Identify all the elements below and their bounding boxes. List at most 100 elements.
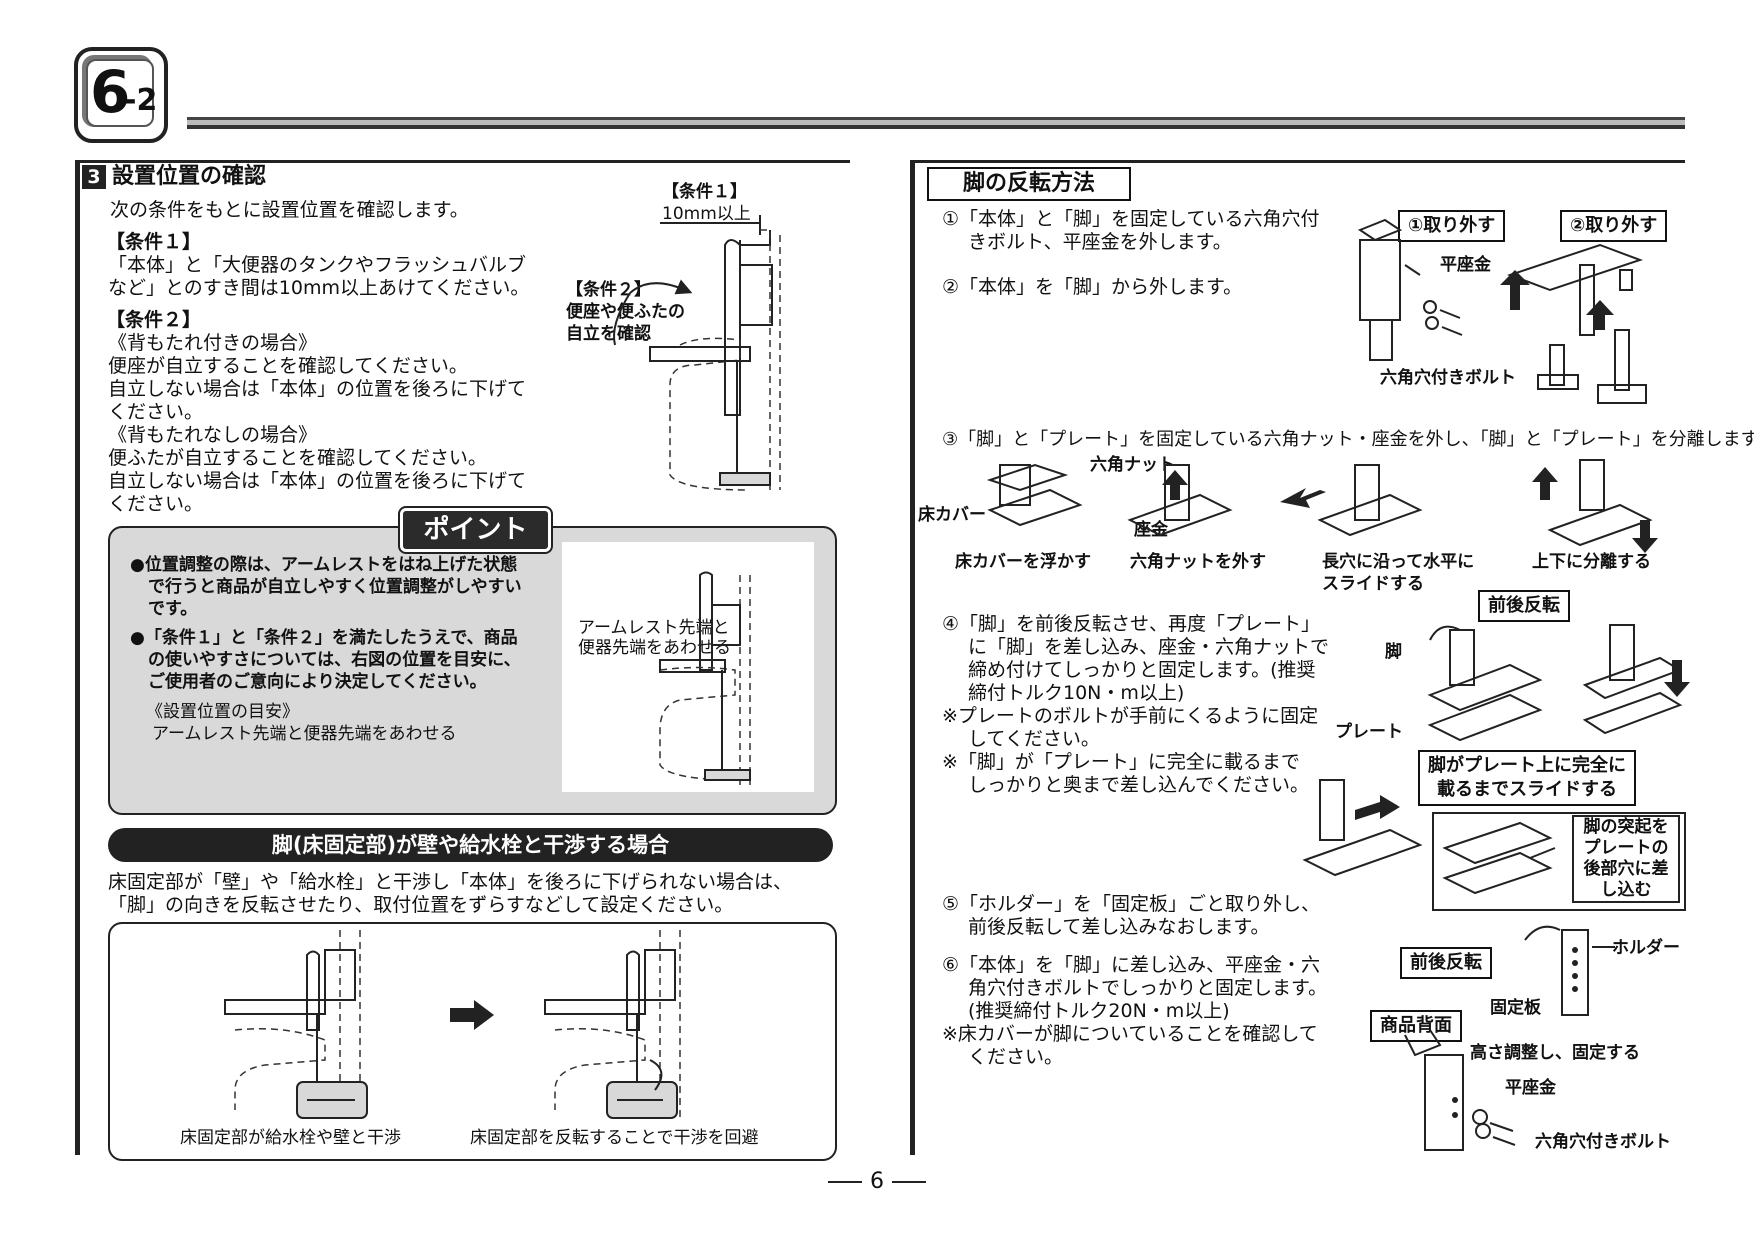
fig-reverse-label: 前後反転 <box>1478 590 1570 622</box>
point-figure-label2: 便器先端をあわせる <box>578 638 731 658</box>
fig-washer-label: 平座金 <box>1440 255 1491 275</box>
step1-line2: きボルト、平座金を外します。 <box>968 231 1232 253</box>
fig-insert-detail-illustration <box>1442 821 1556 895</box>
caption-3a: 床カバーを浮かす <box>955 552 1091 572</box>
step6-note-line2: ください。 <box>968 1046 1064 1068</box>
point-guide-text: アームレスト先端と便器先端をあわせる <box>152 724 457 744</box>
fig1-10mm-label: 10mm以上 <box>662 204 751 224</box>
condition2-heading: 【条件２】 <box>106 309 202 331</box>
step1-line1: ①「本体」と「脚」を固定している六角穴付 <box>942 208 1320 230</box>
fig-floorcover-label: 床カバー <box>918 505 986 525</box>
fig-reverse2-label: 前後反転 <box>1400 947 1492 979</box>
fig1-toilet-side-illustration <box>613 215 781 491</box>
step6-line1: ⑥「本体」を「脚」に差し込み、平座金・六 <box>942 954 1321 976</box>
caption-3c-line2: スライドする <box>1322 574 1424 594</box>
point-figure-label1: アームレスト先端と <box>578 618 730 638</box>
section-number: 3 <box>82 165 106 189</box>
right-column-rule <box>910 160 1685 163</box>
step4-note1-line1: ※プレートのボルトが手前にくるように固定 <box>942 705 1319 727</box>
point-bullet1-line3: です。 <box>148 599 198 619</box>
step4-note2-line2: しっかりと奥まで差し込んでください。 <box>968 774 1310 796</box>
step3-text: ③「脚」と「プレート」を固定している六角ナット・座金を外し、「脚」と「プレート」… <box>942 429 1754 450</box>
step6-line2: 角穴付きボルトでしっかりと固定します。 <box>968 977 1328 999</box>
fig-holder-label: ホルダー <box>1612 938 1680 958</box>
fig-nut-label: 六角ナット <box>1090 455 1175 475</box>
fig-step3-illustrations <box>986 459 1658 553</box>
intro-text: 次の条件をもとに設置位置を確認します。 <box>110 199 469 221</box>
point-title: ポイント <box>398 506 553 554</box>
fig-plate-label: プレート <box>1335 722 1403 742</box>
fig-bolt-label: 六角穴付きボルト <box>1380 368 1516 388</box>
condition2-b-line3: ください。 <box>108 493 204 515</box>
condition2-a-line2: 自立しない場合は「本体」の位置を後ろに下げて <box>108 378 527 400</box>
step6-note-line1: ※床カバーが脚についていることを確認して <box>942 1023 1318 1045</box>
fig-slide-label: 脚がプレート上に完全に 載るまでスライドする <box>1418 750 1636 806</box>
condition2-b-line2: 自立しない場合は「本体」の位置を後ろに下げて <box>108 470 527 492</box>
legs-before-illustration <box>224 930 368 1120</box>
fig-insert-line1: 脚の突起を <box>1583 817 1669 837</box>
page-number-rule-right <box>892 1181 926 1183</box>
fig-fixplate-label: 固定板 <box>1490 998 1541 1018</box>
fig-remove-body-illustration <box>1357 218 1647 404</box>
point-toilet-illustration <box>659 571 751 785</box>
page-number: 6 <box>870 1169 884 1194</box>
chapter-number: 6 <box>90 58 131 126</box>
caption-3c-line1: 長穴に沿って水平に <box>1322 552 1475 572</box>
step4-note1-line2: してください。 <box>968 728 1100 750</box>
condition1-heading: 【条件１】 <box>106 231 202 253</box>
chapter-sub-number: -2 <box>124 83 158 118</box>
chapter-badge: 6 -2 <box>74 47 168 143</box>
legs-text-line1: 床固定部が「壁」や「給水栓」と干渉し「本体」を後ろに下げられない場合は、 <box>108 871 793 893</box>
fig-insert-line4: し込む <box>1600 880 1652 900</box>
point-bullet2-line2: の使いやすさについては、右図の位置を目安に、 <box>148 650 521 670</box>
condition1-line2: など」とのすき間は10mm以上あけてください。 <box>108 277 530 299</box>
step4-line1: ④「脚」を前後反転させ、再度「プレート」 <box>942 613 1321 635</box>
fig-height-label: 高さ調整し、固定する <box>1470 1043 1640 1063</box>
caption-3d: 上下に分離する <box>1532 552 1651 572</box>
caption-3b: 六角ナットを外す <box>1130 552 1266 572</box>
legs-after-illustration <box>544 930 681 1120</box>
step4-line2: に「脚」を差し込み、座金・六角ナットで <box>968 636 1330 658</box>
step4-note2-line1: ※「脚」が「プレート」に完全に載るまで <box>942 751 1300 773</box>
condition2-a-line1: 便座が自立することを確認してください。 <box>108 355 468 377</box>
fig-slide-line2: 載るまでスライドする <box>1437 779 1617 800</box>
legs-figure-box <box>108 922 837 1161</box>
header-rule <box>187 117 1685 129</box>
fig1-condition1-label: 【条件１】 <box>662 182 747 202</box>
fig-slide-illustration <box>1302 779 1423 877</box>
fig1-condition2-line2: 便座や便ふたの <box>566 302 685 322</box>
left-column-rule <box>75 160 850 163</box>
legs-section-title: 脚(床固定部)が壁や給水栓と干渉する場合 <box>108 828 833 862</box>
fig1-condition2-line3: 自立を確認 <box>566 324 651 344</box>
condition2-b-line1: 便ふたが自立することを確認してください。 <box>108 447 487 469</box>
fig-back-illustration <box>1404 1029 1516 1151</box>
right-column-edge <box>910 160 915 1155</box>
step2-text: ②「本体」を「脚」から外します。 <box>942 276 1243 298</box>
step6-line3: (推奨締付トルク20N・m以上) <box>968 1000 1230 1022</box>
page-number-rule-left <box>828 1181 862 1183</box>
point-bullet2-line3: ご使用者のご意向により決定してください。 <box>148 672 487 692</box>
fig-insert-line2: プレートの <box>1583 838 1669 858</box>
fig-insert-line3: 後部穴に差 <box>1583 859 1669 879</box>
step5-line2: 前後反転して差し込みなおします。 <box>968 916 1270 938</box>
step5-line1: ⑤「ホルダー」を「固定板」ごと取り外し、 <box>942 893 1321 915</box>
step4-line3: 締め付けてしっかりと固定します。(推奨 <box>968 659 1316 681</box>
point-bullet1-line1: ●位置調整の際は、アームレストをはね上げた状態 <box>130 555 518 575</box>
fig-holder-illustration <box>1524 925 1615 1016</box>
right-title: 脚の反転方法 <box>927 167 1131 201</box>
left-column-edge <box>75 160 80 1155</box>
fig-remove1-label: ①取り外す <box>1398 210 1506 242</box>
legs-caption-after: 床固定部を反転することで干渉を回避 <box>470 1128 759 1148</box>
fig1-condition2-label: 【条件２】 <box>566 280 651 300</box>
legs-caption-before: 床固定部が給水栓や壁と干渉 <box>180 1128 401 1148</box>
point-bullet2-line1: ●「条件１」と「条件２」を満たしたうえで、商品 <box>130 628 518 648</box>
condition2-a-line3: ください。 <box>108 401 204 423</box>
fig-bolt2-label: 六角穴付きボルト <box>1535 1132 1671 1152</box>
fig-slide-line1: 脚がプレート上に完全に <box>1428 755 1626 776</box>
condition1-line1: 「本体」と「大便器のタンクやフラッシュバルブ <box>108 254 527 276</box>
condition2-subhead2: 《背もたれなしの場合》 <box>108 424 318 446</box>
fig-leg-label: 脚 <box>1385 642 1402 662</box>
step4-line4: 締付トルク10N・m以上) <box>968 682 1185 704</box>
fig-step4-illustration <box>1427 624 1690 742</box>
fig-back-label: 商品背面 <box>1370 1010 1462 1042</box>
